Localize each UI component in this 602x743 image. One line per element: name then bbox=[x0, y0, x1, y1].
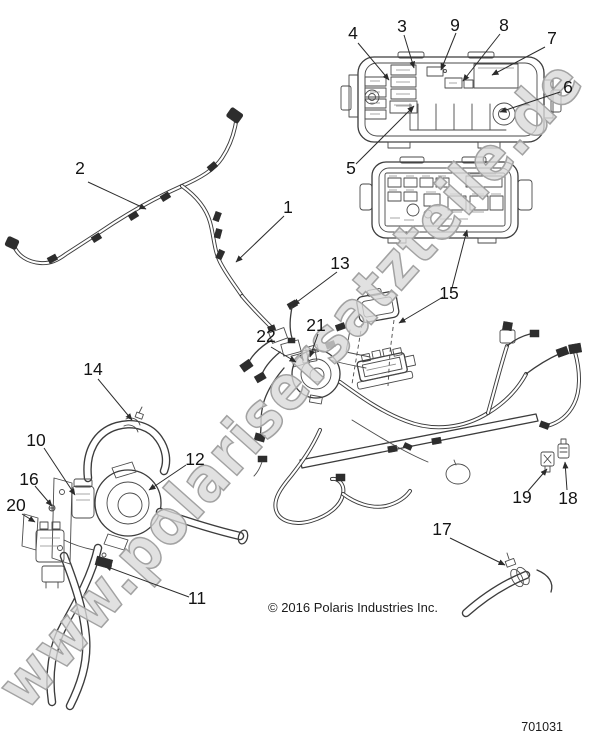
callout-5: 5 bbox=[346, 158, 356, 178]
callout-6: 6 bbox=[563, 77, 573, 97]
callout-11: 11 bbox=[188, 588, 206, 608]
callout-1: 1 bbox=[283, 197, 293, 217]
callout-21: 21 bbox=[306, 315, 325, 335]
callout-14: 14 bbox=[83, 359, 103, 379]
callout-12: 12 bbox=[185, 449, 204, 469]
watermark-text: www.polarisersatzteile.de bbox=[0, 45, 597, 722]
callout-3: 3 bbox=[397, 16, 407, 36]
blower-assembly bbox=[21, 406, 249, 711]
callout-2: 2 bbox=[75, 158, 85, 178]
callout-17: 17 bbox=[432, 519, 451, 539]
fuse-box-lower bbox=[359, 156, 533, 244]
callout-16: 16 bbox=[19, 469, 38, 489]
callout-10: 10 bbox=[26, 430, 46, 450]
harness-2 bbox=[4, 107, 244, 298]
callout-15: 15 bbox=[439, 283, 458, 303]
relay-block bbox=[356, 347, 416, 390]
clip-19 bbox=[540, 451, 555, 473]
callout-4: 4 bbox=[348, 23, 358, 43]
callout-9: 9 bbox=[450, 15, 460, 35]
callout-18: 18 bbox=[558, 488, 577, 508]
callout-labels: 1 2 3 4 5 6 7 8 9 10 11 12 13 14 15 16 1… bbox=[6, 15, 577, 608]
leader-lines bbox=[21, 32, 569, 598]
clip-18 bbox=[557, 438, 570, 459]
main-harness bbox=[239, 294, 583, 525]
callout-22: 22 bbox=[256, 326, 275, 346]
callout-13: 13 bbox=[330, 253, 349, 273]
callout-19: 19 bbox=[512, 487, 531, 507]
hose-clamp bbox=[461, 552, 553, 618]
callout-7: 7 bbox=[547, 28, 557, 48]
callout-20: 20 bbox=[6, 495, 26, 515]
part-number: 701031 bbox=[521, 720, 563, 734]
callout-8: 8 bbox=[499, 15, 509, 35]
copyright-text: © 2016 Polaris Industries Inc. bbox=[268, 600, 438, 615]
